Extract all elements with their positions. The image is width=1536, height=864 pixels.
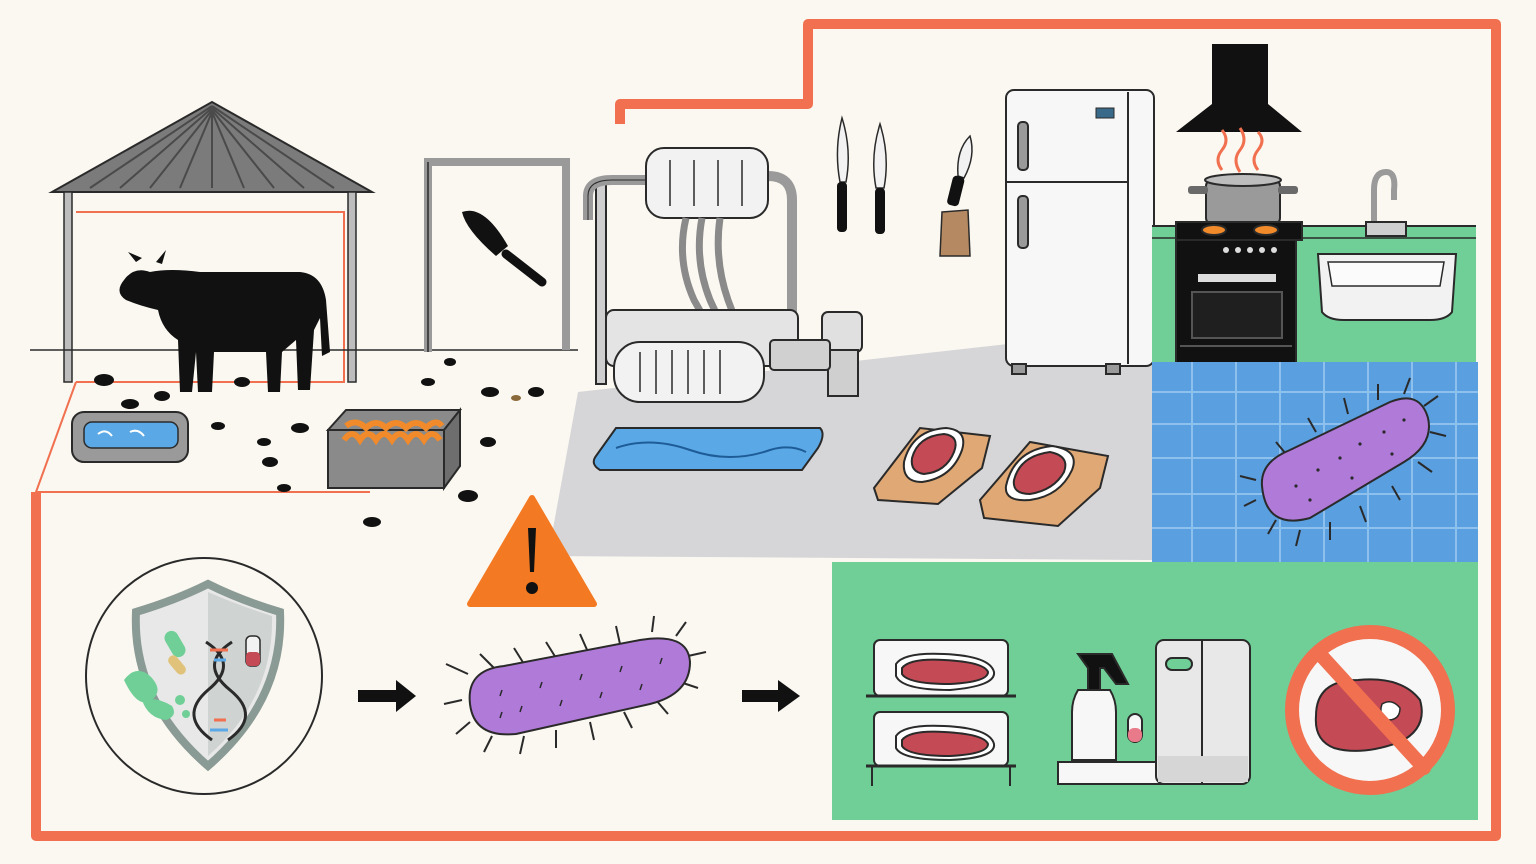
bacteria-icon: [1239, 377, 1447, 547]
door-icon: [424, 158, 570, 352]
range-hood-icon: [1176, 44, 1302, 132]
manure-icon: [94, 358, 544, 527]
meat-storage-shelf-icon: [866, 639, 1016, 786]
shield-dna-icon: [85, 557, 323, 795]
sink-icon: [1316, 168, 1458, 321]
feed-bin-icon: [325, 407, 463, 492]
pen-boundary: [34, 381, 370, 493]
cow-icon: [119, 250, 330, 392]
outer-border: [31, 19, 1501, 841]
barn-icon: [48, 100, 376, 383]
warning-icon: [467, 495, 597, 607]
wall-knife-icon: [836, 115, 973, 257]
freezer-icon: [1155, 639, 1251, 785]
cutting-board-steak-icon: [872, 426, 1110, 528]
arrow-right-icon: [358, 680, 416, 712]
no-meat-icon: [1285, 625, 1455, 795]
tile-floor: [1152, 362, 1478, 562]
water-trough-icon: [71, 411, 189, 463]
spray-bottle-icon: [1057, 653, 1163, 785]
meat-grinder-icon: [583, 147, 863, 403]
knife-icon: [462, 210, 547, 287]
conveyor-mat-icon: [592, 427, 824, 471]
refrigerator-icon: [1005, 89, 1155, 375]
stove-icon: [1175, 221, 1303, 365]
arrow-right-icon: [742, 680, 800, 712]
cooking-pot-icon: [1188, 127, 1298, 225]
bacteria-icon: [443, 615, 707, 755]
